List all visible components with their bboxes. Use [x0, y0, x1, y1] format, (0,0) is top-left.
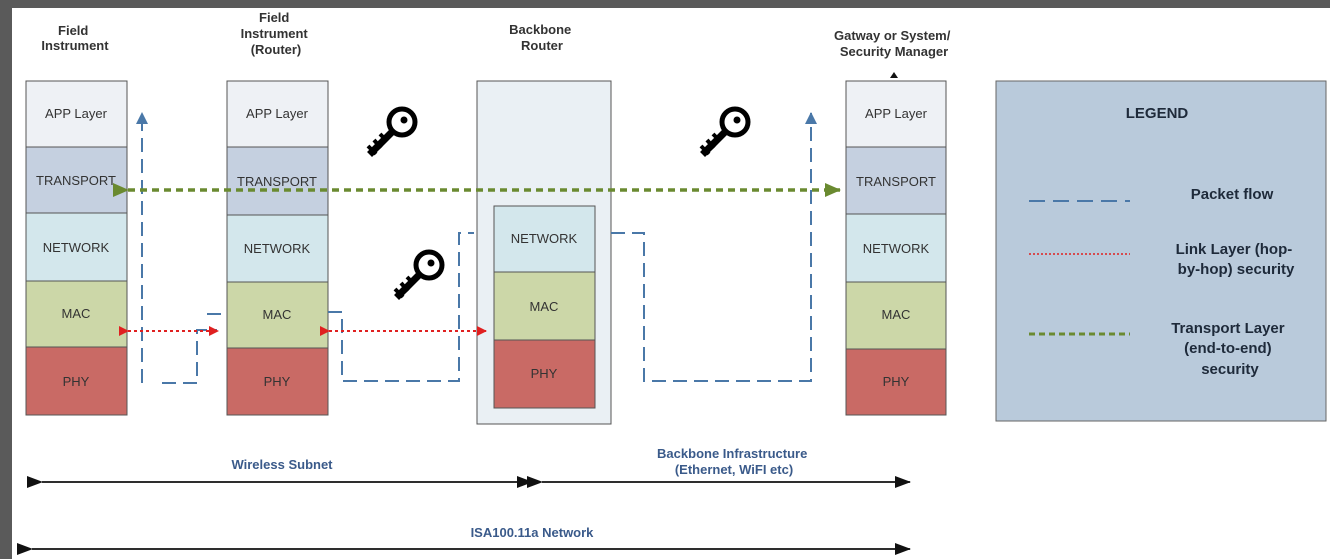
mac-layer-label: MAC: [263, 307, 292, 322]
mac-layer-label: MAC: [530, 299, 559, 314]
network-layer-box: [845, 213, 947, 283]
gateway-up-arrow: [890, 72, 898, 78]
app-layer-label: APP Layer: [865, 106, 928, 121]
network-layer-label: NETWORK: [43, 240, 110, 255]
gateway-stack: APP Layer TRANSPORT NETWORK MAC PHY: [845, 80, 947, 416]
network-layer-box: [25, 212, 128, 282]
diagram-canvas: Field Instrument Field Instrument (Route…: [12, 8, 1330, 559]
key-icon: [395, 252, 442, 297]
phy-layer-box: [845, 348, 947, 416]
phy-layer-label: PHY: [264, 374, 291, 389]
phy-layer-box: [493, 339, 596, 409]
isa-network-label: ISA100.11a Network: [471, 525, 595, 540]
phy-layer-box: [25, 346, 128, 416]
gateway-title: Gatway or System/ Security Manager: [834, 28, 954, 59]
mac-layer-box: [493, 271, 596, 341]
backbone-router-title: Backbone Router: [509, 22, 575, 53]
key-icon: [368, 109, 415, 154]
key-icon: [701, 109, 748, 154]
mac-layer-label: MAC: [882, 307, 911, 322]
backbone-infrastructure-label: Backbone Infrastructure (Ethernet, WiFI …: [657, 446, 811, 477]
network-layer-box: [493, 205, 596, 273]
phy-layer-label: PHY: [531, 366, 558, 381]
network-layer-label: NETWORK: [244, 241, 311, 256]
mac-layer-box: [845, 281, 947, 350]
app-layer-box: [845, 80, 947, 148]
phy-layer-label: PHY: [883, 374, 910, 389]
legend-packet-flow-label: Packet flow: [1191, 186, 1274, 203]
transport-layer-label: TRANSPORT: [36, 173, 116, 188]
legend-transport-security-label: Transport Layer (end-to-end) security: [1171, 320, 1289, 378]
mac-layer-label: MAC: [62, 306, 91, 321]
transport-layer-box: [25, 146, 128, 214]
legend-link-security-label: Link Layer (hop- by-hop) security: [1176, 241, 1297, 278]
phy-layer-box: [226, 347, 329, 416]
legend-title: LEGEND: [1126, 105, 1189, 122]
app-layer-label: APP Layer: [45, 106, 108, 121]
mac-layer-box: [226, 281, 329, 349]
wireless-subnet-label: Wireless Subnet: [231, 457, 333, 472]
phy-layer-label: PHY: [63, 374, 90, 389]
field-instrument-title: Field Instrument: [41, 23, 109, 53]
transport-layer-label: TRANSPORT: [237, 174, 317, 189]
legend-box: [995, 80, 1327, 422]
network-layer-label: NETWORK: [863, 241, 930, 256]
backbone-router-stack: NETWORK MAC PHY: [493, 205, 596, 409]
field-instrument-stack: APP Layer TRANSPORT NETWORK MAC PHY: [25, 80, 128, 416]
legend: LEGEND Packet flow Link Layer (hop- by-h…: [995, 80, 1327, 422]
mac-layer-box: [25, 280, 128, 348]
app-layer-label: APP Layer: [246, 106, 309, 121]
security-architecture-diagram: Field Instrument Field Instrument (Route…: [17, 10, 1327, 555]
app-layer-box: [25, 80, 128, 148]
transport-layer-box: [226, 146, 329, 216]
network-layer-label: NETWORK: [511, 231, 578, 246]
field-router-stack: APP Layer TRANSPORT NETWORK MAC PHY: [226, 80, 329, 416]
field-router-title: Field Instrument (Router): [241, 10, 312, 57]
transport-layer-label: TRANSPORT: [856, 174, 936, 189]
transport-layer-box: [845, 146, 947, 215]
